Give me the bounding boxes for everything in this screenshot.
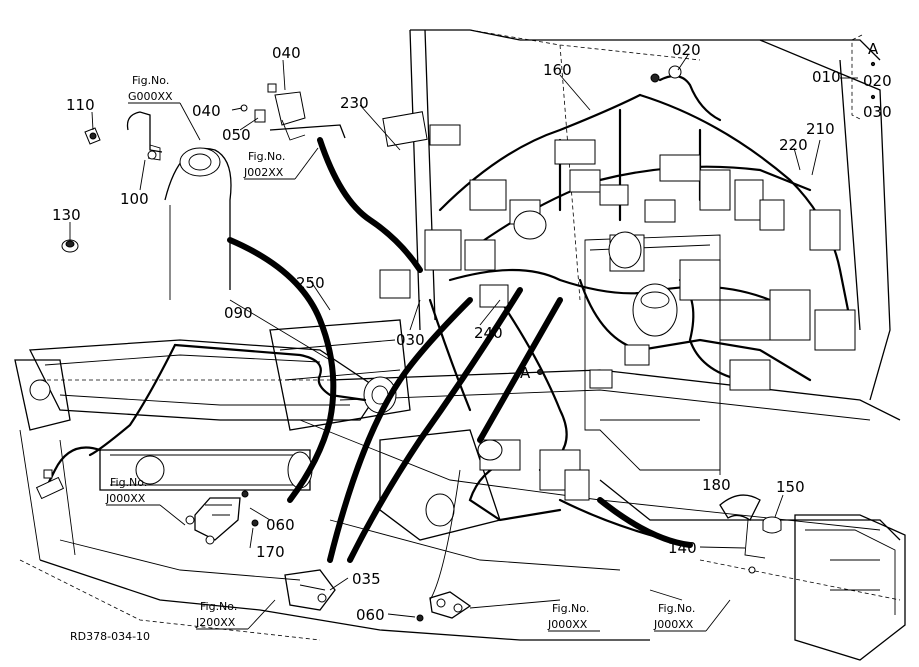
cap-150: [762, 516, 782, 534]
fig-ref-code: J000XX: [105, 492, 146, 505]
fig-ref-j000-mid: Fig.No. J000XX: [547, 602, 600, 632]
fig-ref-code: J000XX: [547, 618, 588, 631]
callout-020-group: 020: [863, 72, 892, 90]
callout-labels: 110 100 130 040 040 050 230 160 020 010 …: [52, 40, 892, 624]
callout-210: 210: [806, 120, 835, 138]
fig-ref-code: J002XX: [243, 166, 284, 179]
bolt-110: [84, 127, 101, 145]
fig-ref-code: G000XX: [128, 90, 173, 103]
harness-090: [35, 343, 367, 500]
fig-ref-label: Fig.No.: [248, 150, 285, 163]
fig-ref-code: J000XX: [653, 618, 694, 631]
fig-ref-j200: Fig.No. J200XX: [195, 599, 276, 630]
bracket-140: [719, 494, 766, 574]
fig-ref-code: J200XX: [195, 616, 236, 629]
callout-100: 100: [120, 190, 149, 208]
callout-230: 230: [340, 94, 369, 112]
callout-250: 250: [296, 274, 325, 292]
callout-050: 050: [222, 126, 251, 144]
callout-020: 020: [672, 41, 701, 59]
callout-040-left: 040: [192, 102, 221, 120]
boom-pin-bore: [179, 147, 221, 177]
callout-240: 240: [474, 324, 503, 342]
fig-ref-j000-right: Fig.No. J000XX: [653, 599, 731, 632]
fig-ref-j002: Fig.No. J002XX: [243, 147, 319, 180]
callout-030: 030: [396, 331, 425, 349]
main-harness-bands: [227, 137, 693, 563]
callout-180: 180: [702, 476, 731, 494]
machine-frame: [19, 29, 906, 661]
callout-160: 160: [543, 61, 572, 79]
solenoid-icon: [809, 209, 841, 251]
marker-a: A: [520, 364, 531, 382]
callout-220: 220: [779, 136, 808, 154]
callout-010: 010: [812, 68, 841, 86]
callout-150: 150: [776, 478, 805, 496]
fig-ref-label: Fig.No.: [200, 600, 237, 613]
callout-140: 140: [668, 539, 697, 557]
callout-170: 170: [256, 543, 285, 561]
group-bracket-a: [850, 34, 863, 121]
part-035: [284, 469, 472, 622]
callout-030-group: 030: [863, 103, 892, 121]
callout-110: 110: [66, 96, 95, 114]
connector-icon: [35, 476, 65, 500]
callout-130: 130: [52, 206, 81, 224]
grommet-130: [61, 239, 79, 253]
drawing-code: RD378-034-10: [70, 630, 150, 643]
filter-canister-icon: [632, 283, 678, 337]
fig-ref-g000: Fig.No. G000XX: [128, 74, 201, 141]
fig-ref-label: Fig.No.: [110, 476, 147, 489]
relay-cluster: [379, 65, 856, 501]
callout-060-left: 060: [266, 516, 295, 534]
switch-040: [240, 83, 346, 141]
fig-ref-label: Fig.No.: [132, 74, 169, 87]
callout-035: 035: [352, 570, 381, 588]
leader-lines: [69, 54, 850, 618]
marker-a-group: A: [868, 40, 879, 58]
fig-ref-label: Fig.No.: [552, 602, 589, 615]
callout-060-bottom: 060: [356, 606, 385, 624]
callout-040-top: 040: [272, 44, 301, 62]
clamp-bracket-100: [126, 111, 163, 161]
callout-090: 090: [224, 304, 253, 322]
fig-ref-label: Fig.No.: [658, 602, 695, 615]
bracket-060-170: [185, 490, 259, 545]
boom-assembly: [14, 147, 455, 561]
fig-ref-j000-left: Fig.No. J000XX: [105, 476, 186, 526]
